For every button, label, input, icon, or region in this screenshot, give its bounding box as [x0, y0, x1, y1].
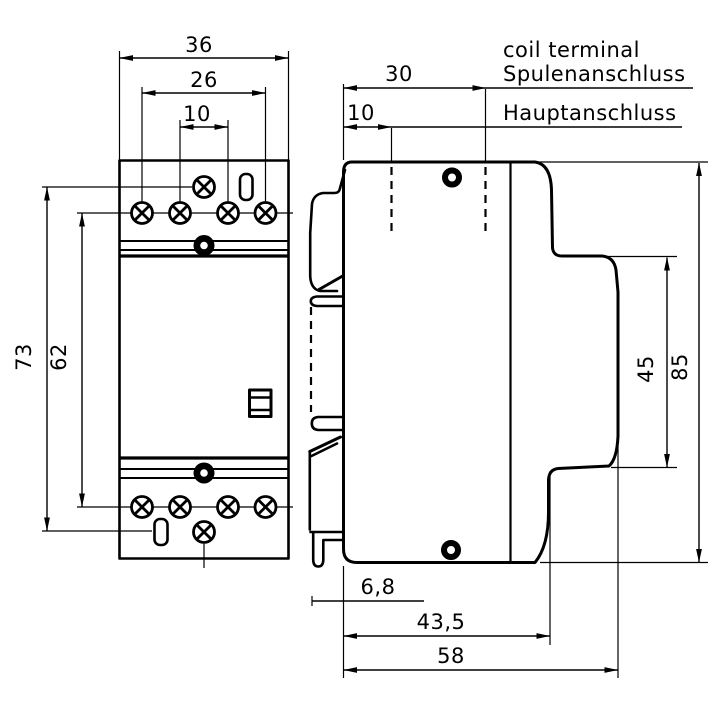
dim-side-height: 85 [668, 162, 702, 563]
main-terminal-label-de: Hauptanschluss [503, 101, 677, 125]
din-rail-claw-upper [308, 168, 347, 308]
coil-terminal-label-en: coil terminal [503, 38, 640, 62]
screw-terminal-icon [168, 201, 192, 225]
coil-screw-terminal-icon [192, 175, 216, 199]
din-mount-hole-bottom [193, 462, 215, 484]
din-mount-hole-top [193, 235, 215, 256]
bottom-terminal-slot [153, 517, 169, 547]
fixing-hole-top [445, 171, 459, 185]
side-extension-lines [342, 84, 708, 678]
terminal-labels: coil terminal Spulenanschluss Hauptansch… [503, 38, 686, 125]
screw-terminal-icon [130, 495, 154, 519]
dim-label-30: 30 [385, 62, 413, 86]
dim-label-43-5: 43,5 [417, 610, 466, 634]
dim-screw-span: 26 [142, 68, 266, 96]
coil-terminal-label-de: Spulenanschluss [503, 62, 686, 86]
fixing-hole-bottom [444, 543, 458, 557]
screw-terminal-icon [216, 201, 240, 225]
dim-label-36: 36 [185, 33, 213, 57]
dim-label-85: 85 [668, 353, 692, 381]
top-terminal-slot [238, 172, 254, 202]
coil-screw-terminal-icon [192, 520, 216, 544]
dim-label-10-side: 10 [347, 101, 375, 125]
screw-terminal-icon [253, 201, 278, 225]
dim-front-height: 73 [12, 187, 50, 531]
din-rail-claw-lower [308, 415, 345, 568]
dim-label-26: 26 [190, 68, 218, 92]
front-body [118, 159, 290, 560]
front-extension-lines [42, 51, 293, 568]
dim-label-45: 45 [634, 355, 658, 383]
side-body-outline [342, 160, 620, 564]
dim-step-depth: 43,5 [343, 610, 550, 639]
dim-label-73: 73 [12, 343, 36, 371]
switch-indicator-window [248, 388, 273, 418]
front-view: 36 26 10 73 62 [12, 33, 293, 568]
screw-terminal-icon [253, 495, 278, 519]
dim-main-terminal-offset: 10 [343, 101, 682, 130]
dim-label-6-8: 6,8 [361, 575, 396, 599]
screw-terminal-icon [216, 495, 240, 519]
dim-coil-terminal-offset: 30 [343, 62, 693, 91]
screw-terminal-icon [130, 201, 154, 225]
dim-label-62: 62 [47, 343, 71, 371]
dim-front-bulge-height: 45 [634, 257, 670, 468]
dim-screw-height: 62 [47, 213, 85, 507]
top-terminal-screws [130, 172, 278, 225]
dim-label-58: 58 [437, 644, 465, 668]
dim-label-10: 10 [183, 102, 211, 126]
dim-clip-depth: 6,8 [311, 575, 424, 606]
dim-screw-pitch: 10 [180, 102, 228, 130]
bottom-terminal-screws [130, 495, 278, 547]
screw-terminal-icon [168, 495, 192, 519]
dim-front-width: 36 [119, 33, 289, 61]
dim-total-depth: 58 [343, 644, 618, 673]
side-view: 30 10 coil terminal Spulenanschluss Haup… [308, 38, 708, 678]
